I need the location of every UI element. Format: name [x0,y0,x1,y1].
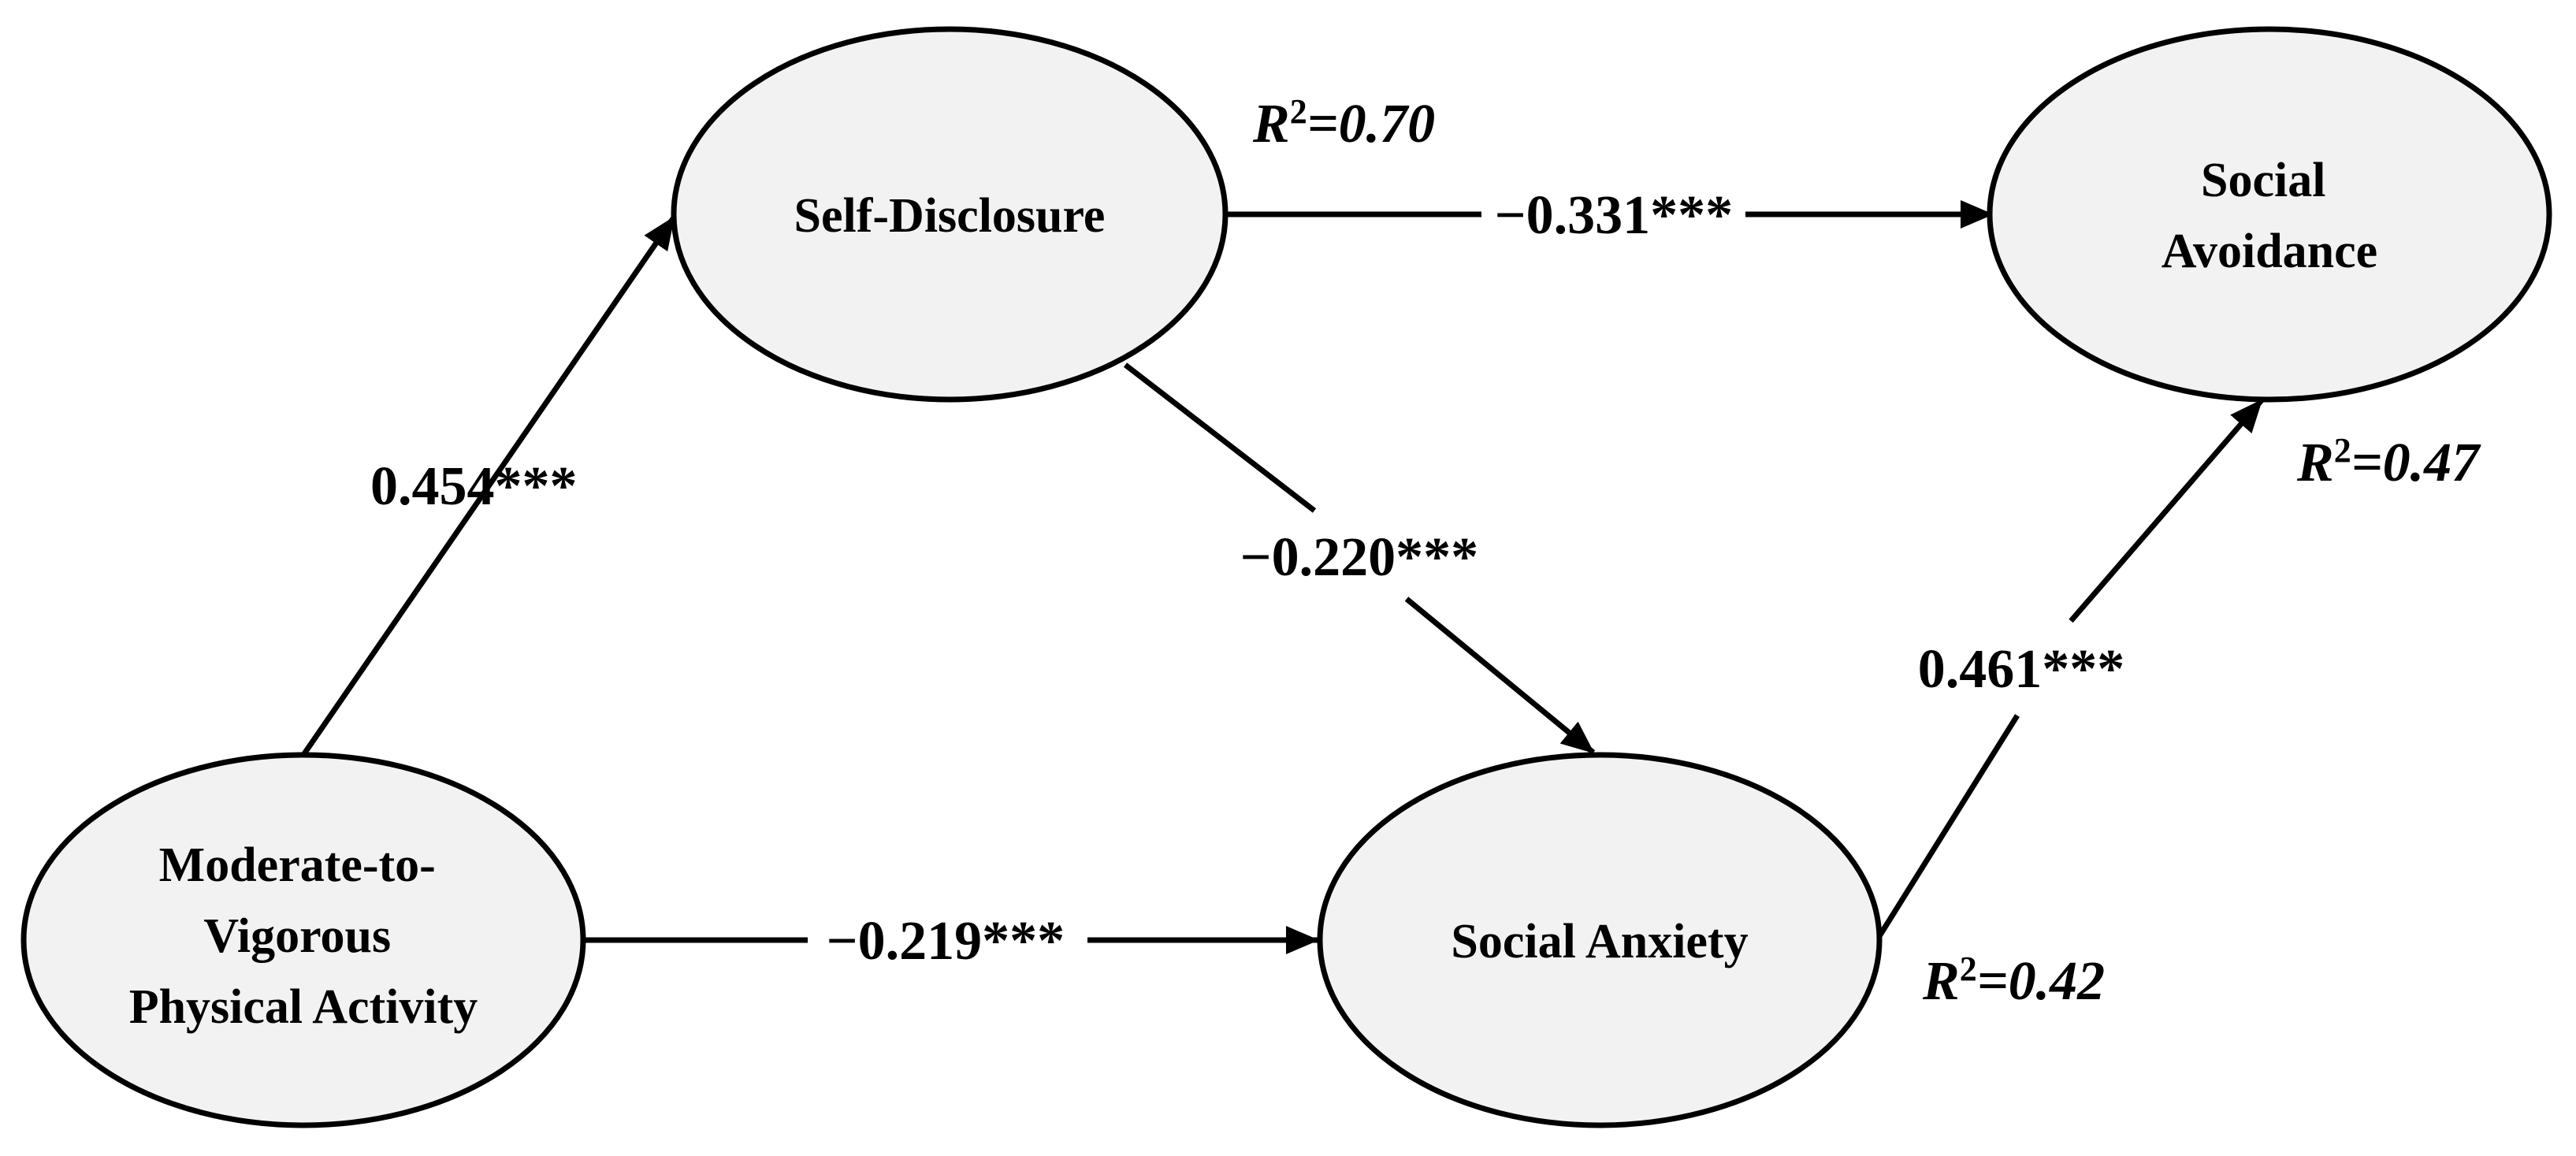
node-mvpa-line-2: Vigorous [203,909,391,963]
arrow-mvpa-to-self-disclosure [301,216,676,756]
r2-social-avoidance-value: =0.47 [2351,433,2481,493]
node-self-disclosure-line-1: Self-Disclosure [794,189,1106,243]
node-mvpa-line-3: Physical Activity [129,980,478,1034]
r2-social-avoidance-prefix: R [2296,433,2334,493]
arrow-self-disclosure-to-social-anxiety [1404,597,1596,755]
node-social-avoidance-line-2: Avoidance [2162,225,2377,278]
node-self-disclosure: Self-Disclosure [671,26,1229,403]
node-mvpa-ellipse [20,752,586,1128]
node-social-avoidance-line-1: Social [2201,154,2325,207]
node-mvpa-line-1: Moderate-to- [159,838,436,892]
r2-self-disclosure-sup: 2 [1290,92,1307,131]
node-social-avoidance-ellipse [1987,26,2552,403]
arrow-self-disclosure-to-social-anxiety-segment [1123,362,1317,513]
node-social-avoidance-label: Social Avoidance [2162,154,2377,278]
node-social-avoidance: Social Avoidance [1987,26,2552,403]
r2-social-avoidance-sup: 2 [2334,431,2351,470]
node-mvpa: Moderate-to- Vigorous Physical Activity [20,752,586,1128]
node-self-disclosure-label: Self-Disclosure [794,189,1106,243]
r2-social-anxiety-sup: 2 [1960,950,1977,988]
r2-social-avoidance: R2=0.47 [2296,431,2481,493]
node-mvpa-label: Moderate-to- Vigorous Physical Activity [129,838,478,1034]
node-social-anxiety: Social Anxiety [1317,752,1883,1128]
r2-social-anxiety-value: =0.42 [1977,951,2105,1012]
arrow-social-anxiety-to-social-avoidance-segment [1877,714,2020,938]
coef-mvpa-to-social-anxiety: −0.219*** [827,911,1065,972]
node-social-anxiety-ellipse [1317,752,1883,1128]
coef-self-disclosure-to-social-anxiety: −0.220*** [1240,527,1478,588]
r2-social-anxiety: R2=0.42 [1922,950,2105,1012]
node-social-anxiety-line-1: Social Anxiety [1451,915,1748,968]
r2-self-disclosure-prefix: R [1252,94,1290,154]
node-social-anxiety-label: Social Anxiety [1451,915,1748,968]
r2-self-disclosure-value: =0.70 [1307,94,1435,154]
arrow-social-anxiety-to-social-avoidance [2069,398,2264,623]
coef-self-disclosure-to-social-avoidance: −0.331*** [1495,185,1733,246]
r2-self-disclosure: R2=0.70 [1252,92,1435,154]
r2-social-anxiety-prefix: R [1922,951,1960,1012]
coef-social-anxiety-to-social-avoidance: 0.461*** [1918,639,2125,700]
node-self-disclosure-ellipse [671,26,1229,403]
coef-mvpa-to-self-disclosure: 0.454*** [370,456,578,517]
